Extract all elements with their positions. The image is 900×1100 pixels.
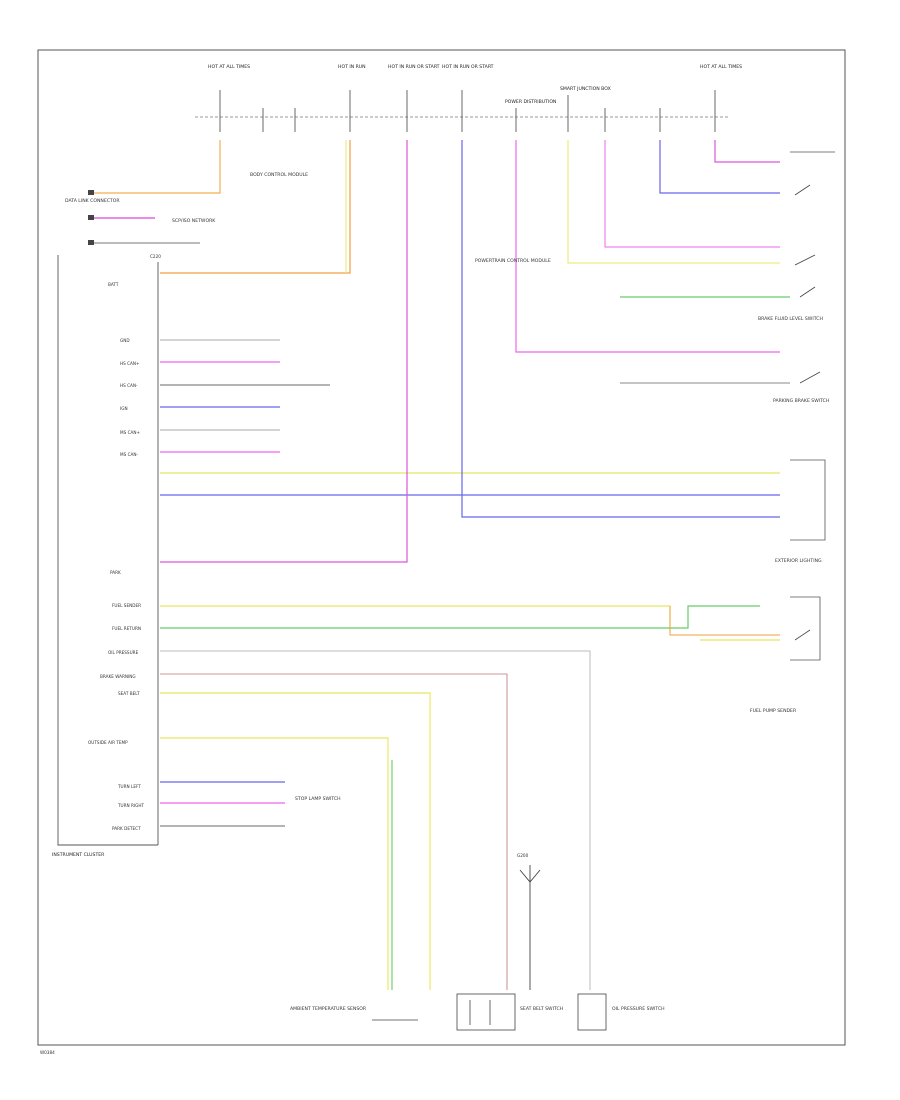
svg-text:FUEL SENDER: FUEL SENDER — [112, 603, 141, 608]
top-connector-label: SMART JUNCTION BOX — [560, 86, 611, 92]
component-label: STOP LAMP SWITCH — [295, 796, 341, 802]
wire-fuel-return — [160, 605, 760, 629]
svg-text:BATT: BATT — [108, 282, 119, 287]
svg-text:HS CAN-: HS CAN- — [120, 383, 138, 388]
ground-label: G200 — [517, 853, 529, 858]
top-connector-label: HOT AT ALL TIMES — [700, 64, 742, 70]
dlc-pins — [88, 190, 94, 245]
top-connector-label: HOT IN RUN OR START — [388, 64, 440, 70]
component-label: OIL PRESSURE SWITCH — [612, 1006, 665, 1012]
component-label: DATA LINK CONNECTOR — [65, 198, 120, 204]
wire-batt — [160, 140, 351, 274]
component-label: EXTERIOR LIGHTING — [775, 558, 822, 564]
svg-text:GND: GND — [120, 338, 130, 343]
component-label: POWERTRAIN CONTROL MODULE — [475, 258, 551, 264]
wire-seat-belt — [160, 692, 431, 990]
switch-symbols — [794, 184, 821, 641]
wire-blue-right — [659, 140, 780, 194]
turn-wires — [160, 781, 285, 827]
svg-text:OUTSIDE AIR TEMP: OUTSIDE AIR TEMP — [88, 740, 128, 745]
wire-pink-right2 — [604, 140, 780, 248]
top-connector-label: HOT IN RUN — [338, 64, 366, 70]
component-label: SCP/ISO NETWORK — [172, 218, 216, 224]
svg-text:FUEL RETURN: FUEL RETURN — [112, 626, 141, 631]
fuse-drops — [219, 90, 716, 132]
component-label: AMBIENT TEMPERATURE SENSOR — [290, 1006, 367, 1012]
wire-outside-air — [160, 737, 389, 990]
component-label: PARKING BRAKE SWITCH — [773, 398, 829, 404]
cluster-pins: BATT GND HS CAN+ HS CAN- IGN MS CAN+ MS … — [88, 282, 145, 831]
top-connector-label: HOT IN RUN OR START — [442, 64, 494, 70]
bottom-connectors — [372, 993, 607, 1031]
top-connector-label: POWER DISTRIBUTION — [505, 99, 556, 105]
wire-pink-right — [515, 140, 780, 353]
short-wires — [160, 339, 330, 453]
wire-orange-top — [94, 140, 221, 194]
svg-text:PARK DETECT: PARK DETECT — [112, 826, 141, 831]
wire-violet-right — [714, 140, 780, 163]
svg-text:SEAT BELT: SEAT BELT — [118, 691, 140, 696]
wire-oil-pressure — [160, 650, 591, 990]
component-label: FUEL PUMP SENDER — [750, 708, 797, 714]
component-label: BODY CONTROL MODULE — [250, 172, 308, 178]
component-label: SEAT BELT SWITCH — [520, 1006, 563, 1012]
diagram-frame — [37, 49, 846, 1046]
top-connector-label: HOT AT ALL TIMES — [208, 64, 250, 70]
wire-orange-small — [669, 606, 780, 636]
svg-text:TURN LEFT: TURN LEFT — [117, 784, 141, 789]
cluster-connector: C220 — [150, 254, 161, 259]
svg-text:HS CAN+: HS CAN+ — [120, 361, 140, 366]
svg-text:OIL PRESSURE: OIL PRESSURE — [108, 650, 139, 655]
svg-text:IGN: IGN — [120, 406, 128, 411]
right-connector-2 — [790, 459, 826, 541]
svg-text:TURN RIGHT: TURN RIGHT — [117, 803, 145, 808]
wire-blue-vertical — [461, 140, 780, 518]
footer-code: W0384 — [40, 1050, 55, 1055]
cluster-outline — [57, 255, 158, 846]
svg-text:MS CAN-: MS CAN- — [120, 452, 139, 457]
svg-text:BRAKE WARNING: BRAKE WARNING — [100, 674, 136, 679]
ground-icon — [519, 865, 541, 990]
component-label: BRAKE FLUID LEVEL SWITCH — [758, 316, 823, 322]
right-connector-3 — [790, 596, 821, 661]
wire-brake-warning — [160, 673, 508, 990]
svg-text:MS CAN+: MS CAN+ — [120, 430, 141, 435]
cluster-label: INSTRUMENT CLUSTER — [52, 852, 105, 858]
wire-yellow-right — [567, 140, 780, 264]
svg-text:PARK: PARK — [110, 570, 121, 575]
wire-magenta-park — [160, 140, 408, 563]
